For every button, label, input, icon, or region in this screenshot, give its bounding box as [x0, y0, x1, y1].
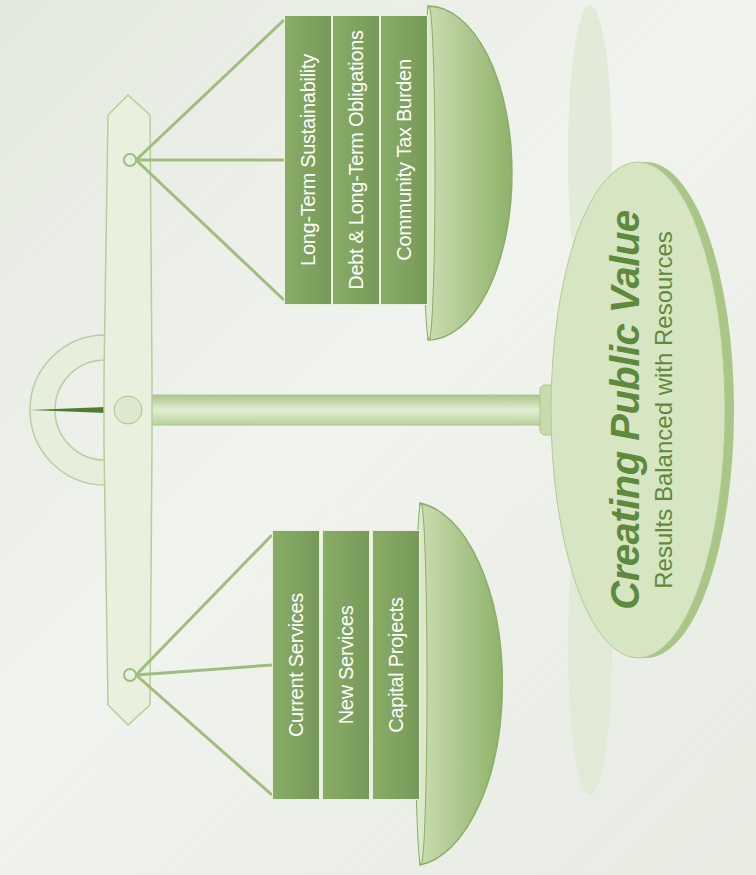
hook [124, 154, 136, 166]
band-label: New Services [335, 606, 358, 725]
pan-weight-band: Long-Term Sustainability [284, 15, 332, 305]
scale-beam [104, 95, 152, 725]
oval-title: Creating Public Value [603, 210, 648, 609]
pan-strings [136, 20, 284, 795]
gauge-needle [30, 407, 106, 413]
gauge-arc [30, 335, 105, 485]
oval-subtitle: Results Balanced with Resources [650, 231, 678, 589]
pan-weight-band: Community Tax Burden [380, 15, 428, 305]
pan-weight-band: Current Services [272, 530, 320, 800]
scale-pan [428, 6, 512, 340]
hook [124, 669, 136, 681]
scale-pan [420, 503, 502, 865]
band-label: Capital Projects [385, 597, 408, 732]
pan-weight-band: New Services [322, 530, 370, 800]
pan-weight-band: Debt & Long-Term Obligations [332, 15, 380, 305]
beam-pivot [114, 396, 142, 424]
scale-pole [140, 395, 550, 425]
pan-weight-band: Capital Projects [372, 530, 420, 800]
base-oval: Creating Public ValueResults Balanced wi… [545, 160, 735, 660]
band-label: Community Tax Burden [393, 59, 416, 261]
band-label: Debt & Long-Term Obligations [345, 30, 368, 290]
band-label: Long-Term Sustainability [297, 54, 320, 266]
band-label: Current Services [285, 593, 308, 737]
